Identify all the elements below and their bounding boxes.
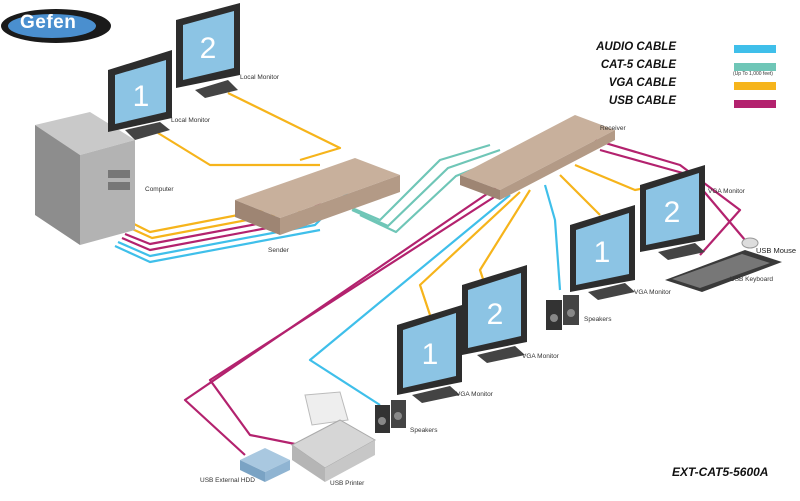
legend-vga-label: VGA CABLE: [608, 77, 676, 89]
local-monitor-1-label: Local Monitor: [171, 117, 211, 124]
monitor-number: 1: [422, 338, 439, 371]
gefen-logo-text: Gefen: [20, 12, 77, 33]
speakers-middle: [375, 400, 406, 433]
legend-audio-swatch: [734, 45, 776, 53]
monitor-number: 1: [594, 236, 611, 269]
usb-cable-hdd: [183, 184, 501, 456]
usb-cable-keyboard: [594, 138, 742, 256]
vga-monitor-r1-label: VGA Monitor: [634, 289, 671, 296]
receiver-box: [460, 115, 615, 200]
sender-box: [235, 158, 400, 235]
speakers-right: [546, 295, 579, 330]
legend-vga-swatch: [734, 82, 776, 90]
vga-monitor-m1-label: VGA Monitor: [456, 391, 493, 398]
monitor-number: 2: [200, 32, 217, 65]
monitor-shapes: [108, 3, 705, 403]
usb-keyboard: [665, 250, 782, 292]
vga-cable-local-1: [157, 132, 320, 167]
vga-monitor-m2-label: VGA Monitor: [522, 353, 559, 360]
gefen-logo: [1, 9, 111, 43]
legend-audio-label: AUDIO CABLE: [596, 41, 676, 53]
usb-cable-computer-2: [121, 218, 311, 252]
usb-keyboard-label: USB Keyboard: [730, 276, 773, 283]
cat5-cable-1: [344, 143, 491, 222]
usb-external-hdd: [240, 448, 290, 482]
monitor-number: 1: [133, 80, 150, 113]
legend-cat5-swatch: [734, 63, 776, 71]
audio-cable-computer-2: [114, 228, 321, 264]
speakers-middle-label: Speakers: [410, 427, 438, 434]
usb-mouse: [741, 237, 759, 249]
computer-label: Computer: [145, 186, 174, 193]
cat5-cable-2: [351, 148, 501, 228]
model-number: EXT-CAT5-5600A: [672, 465, 769, 479]
vga-monitor-r2-label: VGA Monitor: [708, 188, 745, 195]
legend-usb-label: USB CABLE: [608, 95, 676, 107]
legend-cat5-note: (Up To 1,000 feet): [733, 71, 773, 77]
vga-cable-local-2: [227, 92, 342, 162]
usb-mouse-label: USB Mouse: [756, 246, 797, 255]
usb-printer-label: USB Printer: [330, 480, 365, 487]
audio-cable-speakers-r: [543, 184, 562, 291]
usb-cable-printer: [208, 189, 506, 447]
speakers-right-label: Speakers: [584, 316, 612, 323]
vga-cable-m1: [418, 191, 521, 316]
monitor-number: 2: [664, 196, 681, 229]
receiver-label: Receiver: [600, 125, 626, 132]
usb-printer: [291, 391, 377, 482]
legend-usb-swatch: [734, 100, 776, 108]
usb-hdd-label: USB External HDD: [200, 477, 255, 484]
monitor-number: 2: [487, 298, 504, 331]
computer-tower: [35, 112, 135, 245]
legend-cat5-label: CAT-5 CABLE: [600, 59, 676, 71]
vga-cable-r1: [559, 174, 601, 216]
audio-cable-speakers-m: [308, 194, 511, 406]
local-monitor-2-label: Local Monitor: [240, 74, 280, 81]
sender-label: Sender: [268, 247, 289, 254]
